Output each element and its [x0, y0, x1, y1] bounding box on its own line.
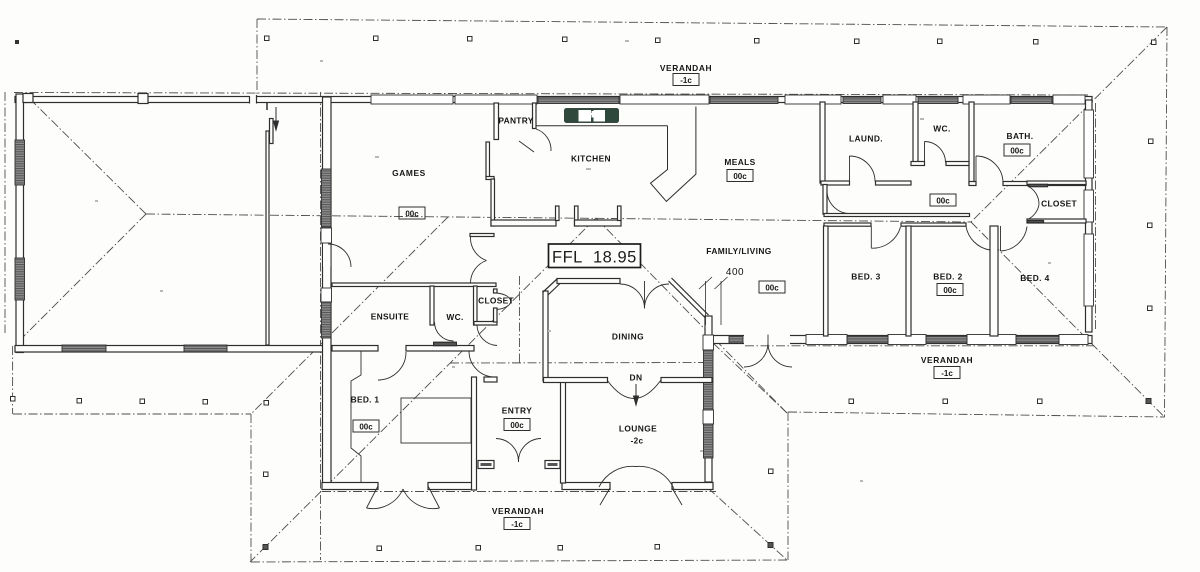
svg-text:LAUND.: LAUND.: [849, 134, 883, 144]
svg-text:KITCHEN: KITCHEN: [571, 154, 611, 164]
svg-text:BED. 1: BED. 1: [351, 395, 380, 405]
svg-text:BED. 3: BED. 3: [851, 272, 880, 282]
svg-text:GAMES: GAMES: [392, 168, 426, 178]
svg-text:WC.: WC.: [446, 312, 463, 322]
svg-text:PANTRY: PANTRY: [498, 116, 533, 126]
svg-text:-2c: -2c: [631, 437, 644, 446]
svg-text:BATH.: BATH.: [1007, 131, 1034, 141]
svg-text:ENSUITE: ENSUITE: [371, 312, 410, 322]
svg-text:-1c: -1c: [511, 520, 523, 529]
svg-text:DN: DN: [630, 373, 643, 383]
svg-text:BED. 2: BED. 2: [933, 272, 962, 282]
svg-text:00c: 00c: [936, 197, 950, 206]
svg-text:VERANDAH: VERANDAH: [660, 63, 712, 73]
svg-text:ENTRY: ENTRY: [502, 406, 533, 416]
svg-text:00c: 00c: [943, 286, 957, 295]
svg-text:00c: 00c: [510, 421, 524, 430]
svg-text:00c: 00c: [359, 423, 373, 432]
svg-text:VERANDAH: VERANDAH: [492, 506, 544, 516]
svg-text:00c: 00c: [405, 210, 419, 219]
svg-text:FAMILY/LIVING: FAMILY/LIVING: [706, 246, 771, 256]
svg-text:-1c: -1c: [941, 369, 953, 378]
svg-text:BED. 4: BED. 4: [1020, 273, 1049, 283]
svg-text:LOUNGE: LOUNGE: [619, 424, 657, 434]
svg-text:MEALS: MEALS: [724, 157, 755, 167]
svg-text:VERANDAH: VERANDAH: [921, 355, 973, 365]
svg-text:DINING: DINING: [612, 332, 644, 342]
svg-text:CLOSET: CLOSET: [478, 296, 514, 306]
svg-text:FFL 18.95: FFL 18.95: [552, 249, 637, 267]
svg-text:CLOSET: CLOSET: [1041, 199, 1077, 209]
svg-text:00c: 00c: [765, 284, 779, 293]
svg-text:WC.: WC.: [933, 124, 950, 134]
svg-text:-1c: -1c: [680, 76, 692, 85]
svg-text:00c: 00c: [733, 172, 747, 181]
svg-text:00c: 00c: [1010, 147, 1024, 156]
svg-text:400: 400: [726, 267, 744, 278]
